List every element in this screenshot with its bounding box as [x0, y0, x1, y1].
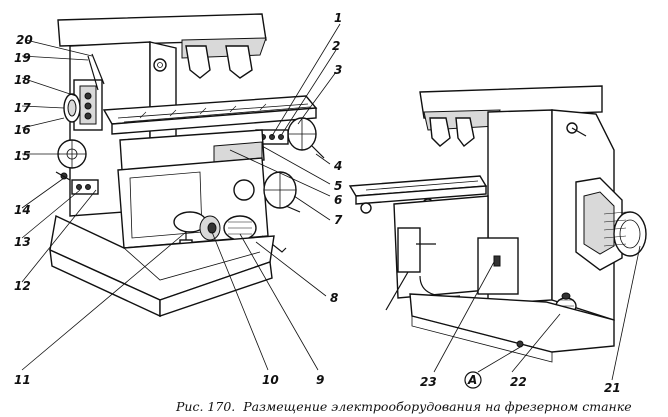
callout-4: 4	[333, 159, 342, 173]
callout-labels: 1 2 3 4 5 6 7 8 9 10 11 12 13 14 15 16 1…	[14, 11, 621, 395]
callout-12: 12	[14, 279, 31, 293]
callout-6: 6	[334, 193, 342, 207]
callout-a: А	[467, 373, 477, 387]
callout-17: 17	[14, 101, 31, 115]
caption-prefix: Рис. 170.	[175, 399, 235, 414]
callout-2: 2	[332, 39, 340, 53]
left-machine-drawing	[49, 13, 325, 318]
callout-7: 7	[334, 213, 343, 227]
right-machine-drawing	[348, 85, 647, 363]
callout-20: 20	[16, 33, 33, 47]
callout-15: 15	[14, 149, 31, 163]
callout-10: 10	[262, 373, 279, 387]
callout-19: 19	[14, 51, 31, 65]
callout-a-circle	[464, 371, 482, 389]
callout-9: 9	[316, 373, 324, 387]
callout-21: 21	[604, 381, 621, 395]
callout-18: 18	[14, 73, 31, 87]
callout-5: 5	[334, 179, 342, 193]
callout-13: 13	[14, 235, 31, 249]
leader-lines	[21, 23, 641, 381]
caption-text: Размещение электрооборудования на фрезер…	[242, 399, 631, 414]
callout-1: 1	[334, 11, 342, 25]
callout-11: 11	[14, 373, 31, 387]
callout-14: 14	[14, 203, 31, 217]
callout-16: 16	[14, 123, 31, 137]
callout-8: 8	[330, 291, 338, 305]
figure-caption: Рис. 170. Размещение электрооборудования…	[175, 399, 632, 414]
callout-3: 3	[334, 63, 342, 77]
callout-22: 22	[510, 375, 527, 389]
callout-23: 23	[420, 375, 437, 389]
